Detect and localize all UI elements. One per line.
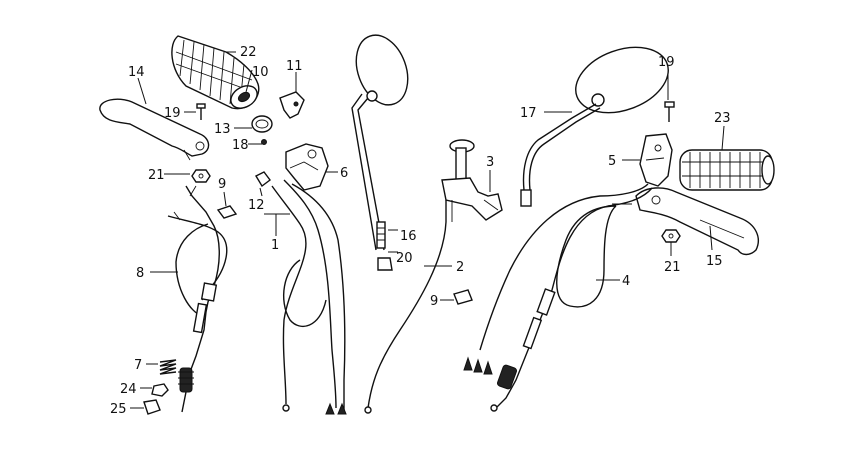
callout-19-right: 19 [658,55,675,70]
callout-2: 2 [456,260,464,275]
mirror-left [351,34,409,251]
callout-9-left: 9 [218,177,226,192]
callout-8: 8 [136,266,144,281]
mirror-right [520,46,669,207]
callout-23: 23 [714,111,731,126]
choke-lever [441,139,503,221]
callout-16: 16 [400,229,417,244]
callout-14: 14 [128,65,145,80]
mirror-nut-left [377,257,393,271]
callout-6: 6 [340,166,348,181]
callout-10: 10 [252,65,269,80]
choke-cable [364,200,453,414]
clip-left [216,205,238,219]
clip-center [453,289,473,305]
callout-20: 20 [396,251,413,266]
callout-13: 13 [214,122,231,137]
left-grip [171,35,260,110]
nut-left [191,169,211,183]
callout-18: 18 [232,138,249,153]
cable-adjuster [178,367,194,393]
clutch-lever [99,98,210,161]
spring [159,359,177,375]
callout-21-right: 21 [664,260,681,275]
small-bracket [279,91,305,119]
callout-25: 25 [110,402,127,417]
callout-24: 24 [120,382,137,397]
brake-lever [635,187,759,256]
cable-cap [143,399,161,415]
right-grip [679,149,775,191]
callout-21-left: 21 [148,168,165,183]
small-fitting [255,171,271,188]
callout-22: 22 [240,45,257,60]
bolt-right [664,101,675,122]
callout-7: 7 [134,358,142,373]
throttle-housing [285,143,329,191]
throttle-cables [271,179,347,415]
callout-19-left: 19 [164,106,181,121]
callout-11: 11 [286,59,303,74]
clutch-cable [167,185,228,413]
callout-3: 3 [486,155,494,170]
bolt-left [196,103,206,120]
callout-15: 15 [706,254,723,269]
small-screw [261,139,267,145]
callout-labels: 22 10 11 14 19 13 18 6 21 9 12 1 8 7 24 … [110,45,731,417]
callout-12: 12 [248,198,265,213]
switch-wiring [463,183,653,412]
callout-1: 1 [271,238,279,253]
callout-5: 5 [608,154,616,169]
callout-9-center: 9 [430,294,438,309]
callout-17: 17 [520,106,537,121]
switch-housing [639,133,673,187]
callout-4: 4 [622,274,630,289]
nut-right [661,229,681,243]
ring [251,115,273,133]
cable-nut [151,383,169,397]
